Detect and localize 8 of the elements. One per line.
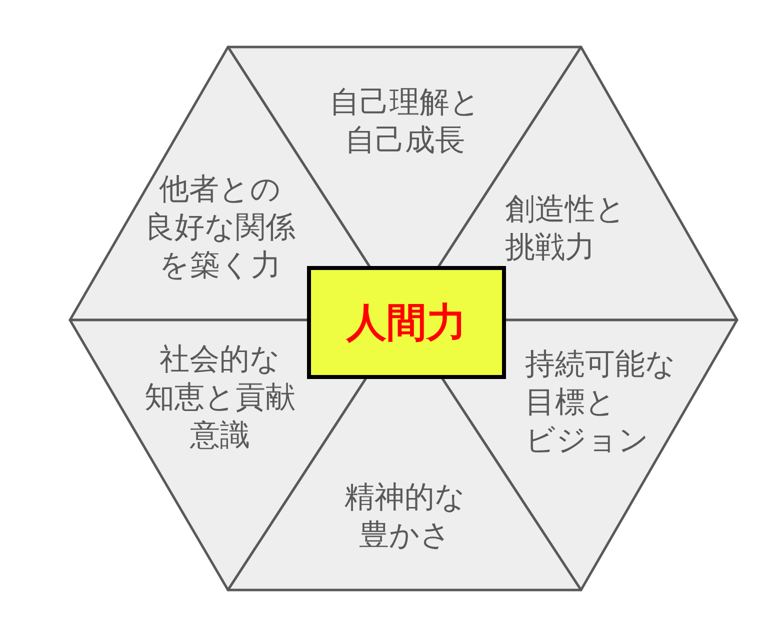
segment-label: 社会的な知恵と貢献意識	[144, 341, 296, 455]
segment-label: 自己理解と自己成長	[328, 84, 482, 160]
segment-label: 創造性と挑戦力	[505, 191, 627, 267]
center-label: 人間力	[345, 299, 468, 348]
segment-label: 持続可能な目標とビジョン	[525, 346, 677, 460]
center-box	[307, 266, 506, 379]
segment-label: 精神的な豊かさ	[344, 479, 466, 555]
segment-label: 他者との良好な関係を築く力	[144, 171, 296, 285]
